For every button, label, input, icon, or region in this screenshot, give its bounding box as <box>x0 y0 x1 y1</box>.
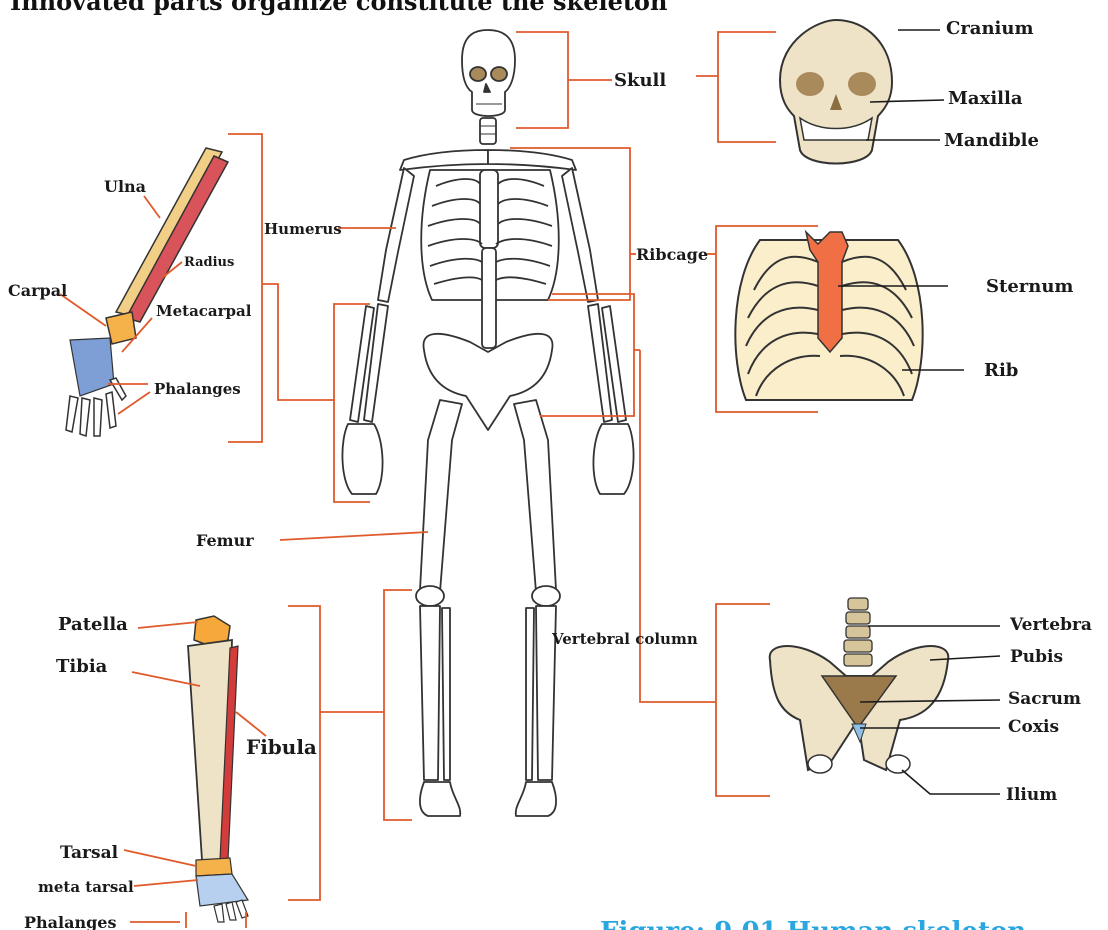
skeleton-femur-left <box>420 400 462 592</box>
label-rib: Rib <box>984 360 1018 381</box>
label-metatarsal: meta tarsal <box>38 878 134 896</box>
ribcage-detail <box>735 232 922 400</box>
label-cranium: Cranium <box>946 18 1034 39</box>
label-metacarpal: Metacarpal <box>156 302 252 320</box>
skull-detail <box>780 20 892 164</box>
label-ribcage: Ribcage <box>636 245 708 264</box>
pelvis-detail <box>770 598 949 773</box>
label-femur: Femur <box>196 531 254 550</box>
skeleton-eye-right <box>491 67 507 81</box>
label-coxis: Coxis <box>1008 717 1059 737</box>
leg-detail <box>188 616 248 922</box>
label-fibula: Fibula <box>246 735 317 759</box>
label-mandible: Mandible <box>944 130 1039 151</box>
label-maxilla: Maxilla <box>948 88 1023 109</box>
label-radius: Radius <box>184 255 234 270</box>
skeleton-femur-right <box>514 400 556 592</box>
diagram-heading: Innovated parts organize constitute the … <box>10 0 667 16</box>
label-carpal: Carpal <box>8 281 67 300</box>
skeleton-eye-left <box>470 67 486 81</box>
label-tarsal: Tarsal <box>60 843 119 863</box>
label-pubis: Pubis <box>1010 647 1063 667</box>
label-humerus: Humerus <box>264 220 342 238</box>
label-vertebral-column: Vertebral column <box>551 630 698 648</box>
label-ilium: Ilium <box>1006 785 1057 805</box>
label-sacrum: Sacrum <box>1008 689 1081 709</box>
label-ulna: Ulna <box>104 177 146 196</box>
label-patella: Patella <box>58 614 128 635</box>
label-skull: Skull <box>614 70 666 91</box>
label-sternum: Sternum <box>986 276 1073 297</box>
label-phalanges-hand: Phalanges <box>154 380 241 398</box>
label-phalanges-foot: Phalanges <box>24 913 116 930</box>
figure-caption: Figure: 9.01 Human skeleton <box>600 917 1026 930</box>
label-vertebra: Vertebra <box>1009 615 1092 635</box>
label-tibia: Tibia <box>56 656 108 677</box>
skeleton-spine <box>482 248 496 348</box>
